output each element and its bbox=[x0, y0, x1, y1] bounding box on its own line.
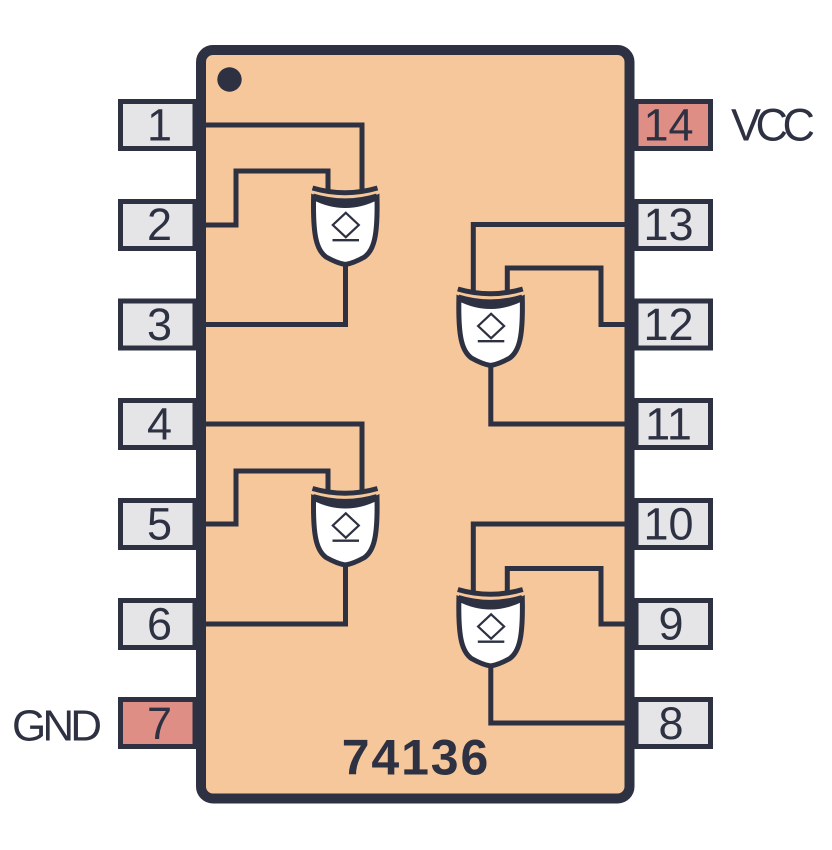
svg-text:3: 3 bbox=[147, 299, 172, 350]
svg-text:1: 1 bbox=[147, 100, 172, 151]
svg-text:11: 11 bbox=[645, 399, 692, 450]
svg-text:14: 14 bbox=[643, 100, 693, 151]
svg-text:VCC: VCC bbox=[731, 100, 815, 151]
svg-text:74136: 74136 bbox=[342, 730, 489, 786]
svg-text:9: 9 bbox=[658, 599, 683, 650]
svg-text:GND: GND bbox=[12, 702, 102, 751]
svg-text:12: 12 bbox=[643, 299, 693, 350]
svg-text:6: 6 bbox=[147, 599, 172, 650]
svg-text:8: 8 bbox=[658, 698, 683, 749]
svg-text:7: 7 bbox=[147, 698, 172, 749]
svg-text:2: 2 bbox=[147, 199, 172, 250]
svg-text:10: 10 bbox=[643, 499, 693, 550]
svg-text:13: 13 bbox=[643, 199, 693, 250]
svg-text:5: 5 bbox=[147, 499, 172, 550]
svg-text:4: 4 bbox=[147, 399, 172, 450]
